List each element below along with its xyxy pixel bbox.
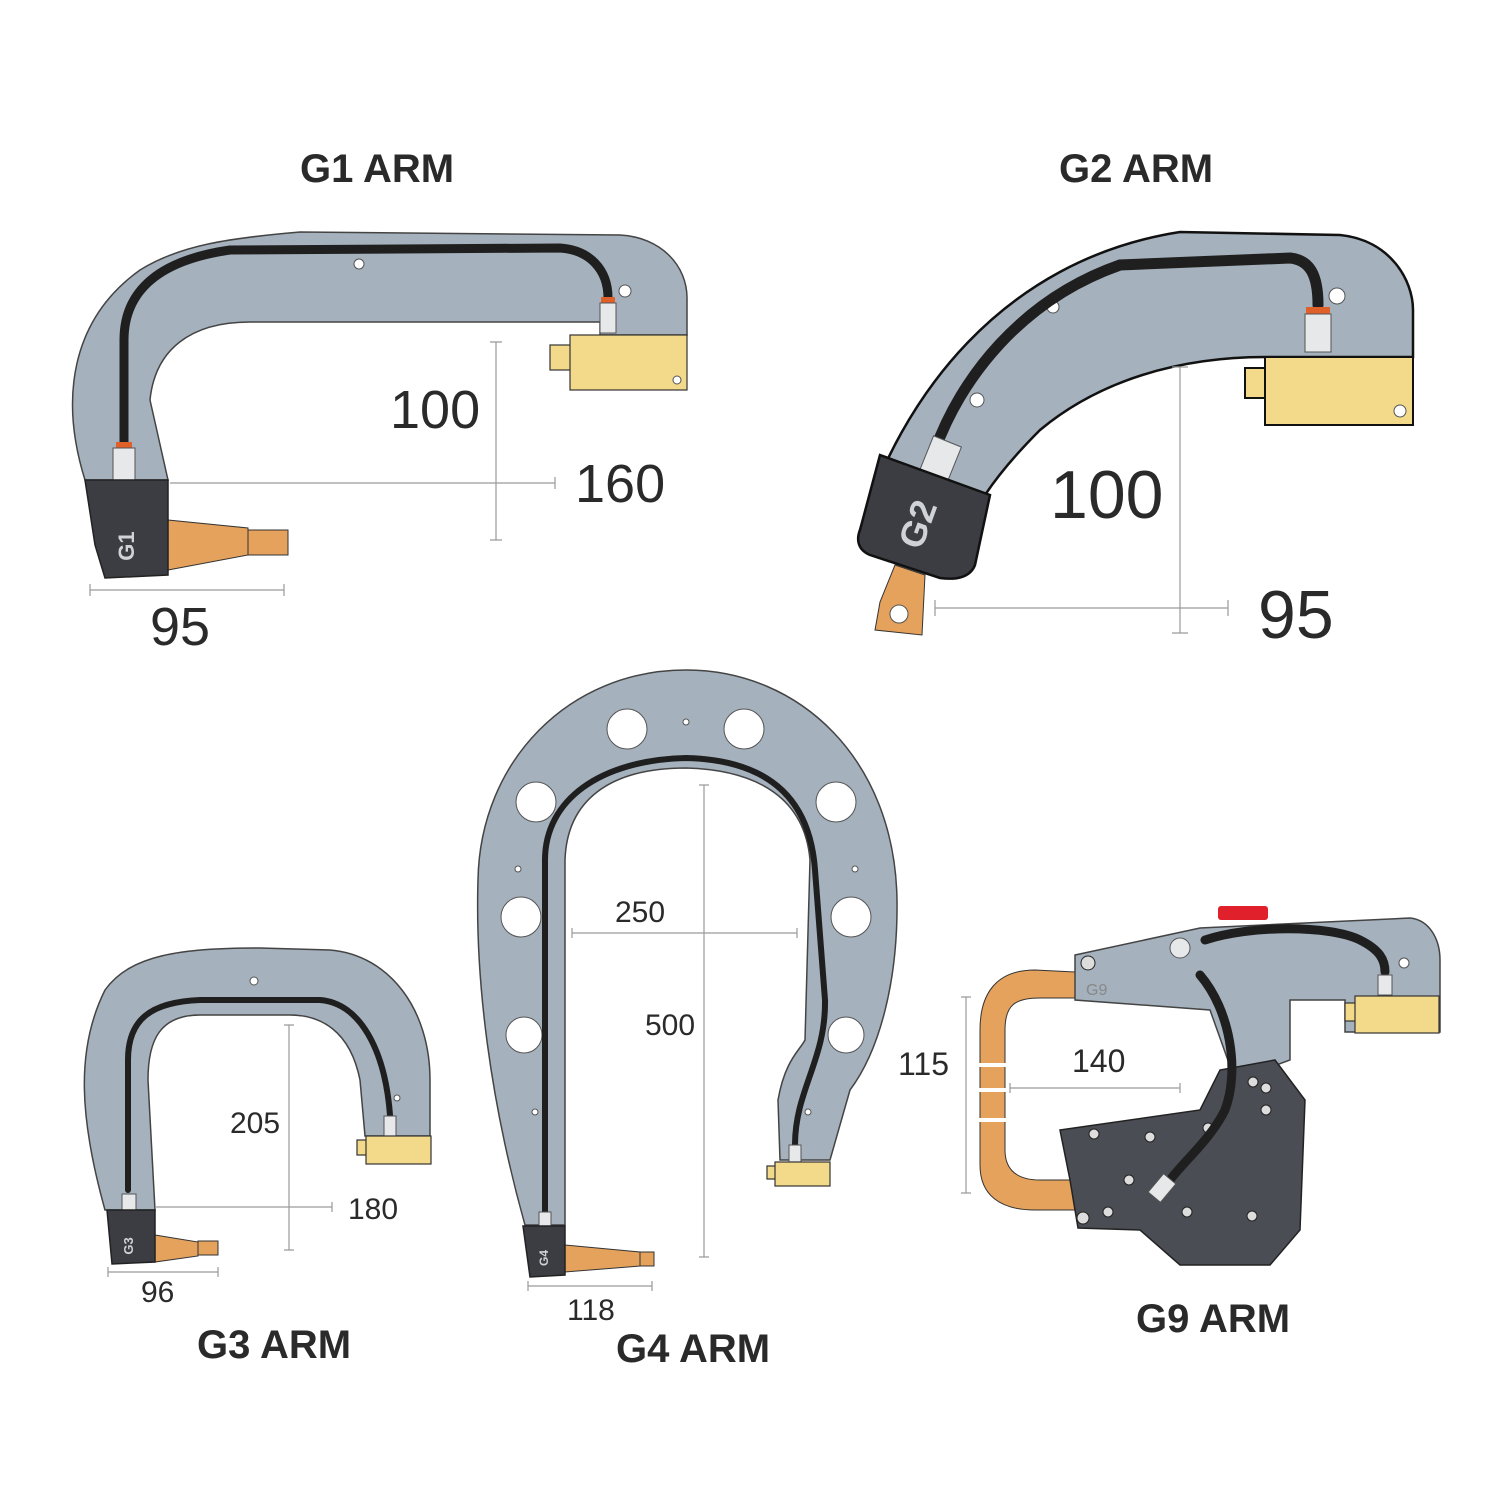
g3-hole — [393, 1094, 401, 1102]
g4-hose — [542, 754, 829, 1218]
g3-hole — [249, 976, 259, 986]
g9-hose-upper — [1200, 924, 1390, 977]
g4-fitting — [788, 1144, 802, 1163]
g3-dim-vertical: 205 — [230, 1107, 280, 1140]
g9-tip-holder — [1354, 995, 1440, 1034]
g1-logo: G1 — [114, 531, 139, 560]
g9-dim-horizontal: 140 — [1072, 1043, 1125, 1079]
g2-tip-holder — [1264, 356, 1414, 426]
g3-tip-holder — [365, 1135, 432, 1165]
g9-dimension-lines — [961, 996, 1181, 1194]
g1-hole — [672, 375, 682, 385]
g3-fitting — [121, 1193, 137, 1211]
g1-fitting — [599, 302, 617, 334]
g2-hole — [889, 604, 909, 624]
g4-tip-holder — [774, 1161, 831, 1187]
g9-red-button — [1218, 906, 1268, 920]
g1-arm: G1 ARM G1 100 160 95 — [71, 147, 688, 657]
g2-hole — [1328, 287, 1346, 305]
g2-dim-horizontal: 95 — [1258, 577, 1334, 653]
g3-electrode-cap — [197, 1240, 219, 1256]
g2-dim-vertical: 100 — [1050, 457, 1163, 533]
g1-electrode-cap — [247, 529, 289, 556]
g1-electrode — [167, 519, 249, 571]
g4-electrode — [564, 1244, 641, 1273]
g1-fitting-ring — [601, 297, 615, 303]
g3-dim-tip: 96 — [141, 1276, 174, 1309]
g2-arm-body — [858, 230, 1415, 532]
g4-arm: G4 ARM G4 250 500 118 — [476, 669, 898, 1371]
g9-hole — [1398, 957, 1410, 969]
g1-tip-holder — [569, 334, 688, 391]
g4-lightening-holes — [500, 708, 872, 1116]
g1-dim-tip: 95 — [150, 597, 210, 657]
g2-fitting — [1304, 313, 1332, 353]
g9-dim-vertical: 115 — [898, 1046, 949, 1082]
g4-dimension-lines — [527, 784, 798, 1291]
g1-hole — [353, 258, 365, 270]
g3-dim-horizontal: 180 — [348, 1193, 398, 1226]
g4-fitting — [538, 1211, 552, 1227]
g9-fitting — [1169, 937, 1191, 959]
g1-title: G1 ARM — [300, 147, 454, 191]
g2-electrode — [874, 564, 926, 636]
g1-dim-horizontal: 160 — [575, 454, 665, 514]
g3-logo: G3 — [121, 1237, 136, 1254]
g1-block — [84, 479, 169, 579]
g9-copper-joints — [975, 1063, 1010, 1122]
g2-tip-holder-tab — [1244, 367, 1268, 399]
g4-dim-tip: 118 — [567, 1294, 615, 1327]
g9-copper-u-arm — [979, 969, 1079, 1211]
g2-dimension-lines — [934, 366, 1229, 634]
g9-hose-lower — [1165, 970, 1237, 1185]
g4-logo: G4 — [537, 1250, 551, 1266]
g4-arm-body — [476, 669, 898, 1226]
g9-fitting — [1377, 974, 1393, 996]
g2-fitting-ring — [1306, 307, 1330, 314]
g2-arm: G2 ARM G2 100 95 — [856, 147, 1415, 653]
g3-arm-body — [83, 947, 431, 1211]
g3-block — [106, 1209, 156, 1265]
g4-title: G4 ARM — [616, 1327, 770, 1371]
g4-dim-horizontal: 250 — [615, 896, 665, 929]
g9-title: G9 ARM — [1136, 1297, 1290, 1341]
g4-block — [522, 1225, 566, 1278]
g3-dimension-lines — [107, 1024, 333, 1277]
g2-block — [856, 453, 992, 580]
g3-arm: G3 ARM G3 205 180 96 — [83, 947, 432, 1367]
g2-hole — [1393, 404, 1407, 418]
g1-dim-vertical: 100 — [390, 380, 480, 440]
g2-hole — [969, 392, 985, 408]
g2-hose — [929, 252, 1324, 456]
g1-hose — [119, 243, 613, 450]
g9-screws — [1076, 955, 1272, 1225]
g3-title: G3 ARM — [197, 1323, 351, 1367]
g3-hose — [125, 997, 393, 1193]
g4-electrode-cap — [639, 1251, 655, 1267]
g1-fitting-ring — [116, 442, 132, 448]
g1-dimension-lines — [170, 341, 556, 541]
g3-electrode — [154, 1234, 199, 1263]
g1-hole — [618, 284, 632, 298]
g9-logo: G9 — [1086, 982, 1107, 999]
g9-arm: G9 ARM G9 115 140 — [898, 906, 1441, 1341]
g1-tip-holder-tab — [549, 344, 573, 371]
g3-fitting — [383, 1115, 397, 1137]
g1-tip-dimension-line — [89, 584, 285, 596]
g9-fitting — [1147, 1172, 1177, 1204]
g1-arm-body — [71, 231, 688, 481]
g4-dim-vertical: 500 — [645, 1009, 695, 1042]
g2-title: G2 ARM — [1059, 147, 1213, 191]
g1-fitting — [112, 447, 136, 481]
